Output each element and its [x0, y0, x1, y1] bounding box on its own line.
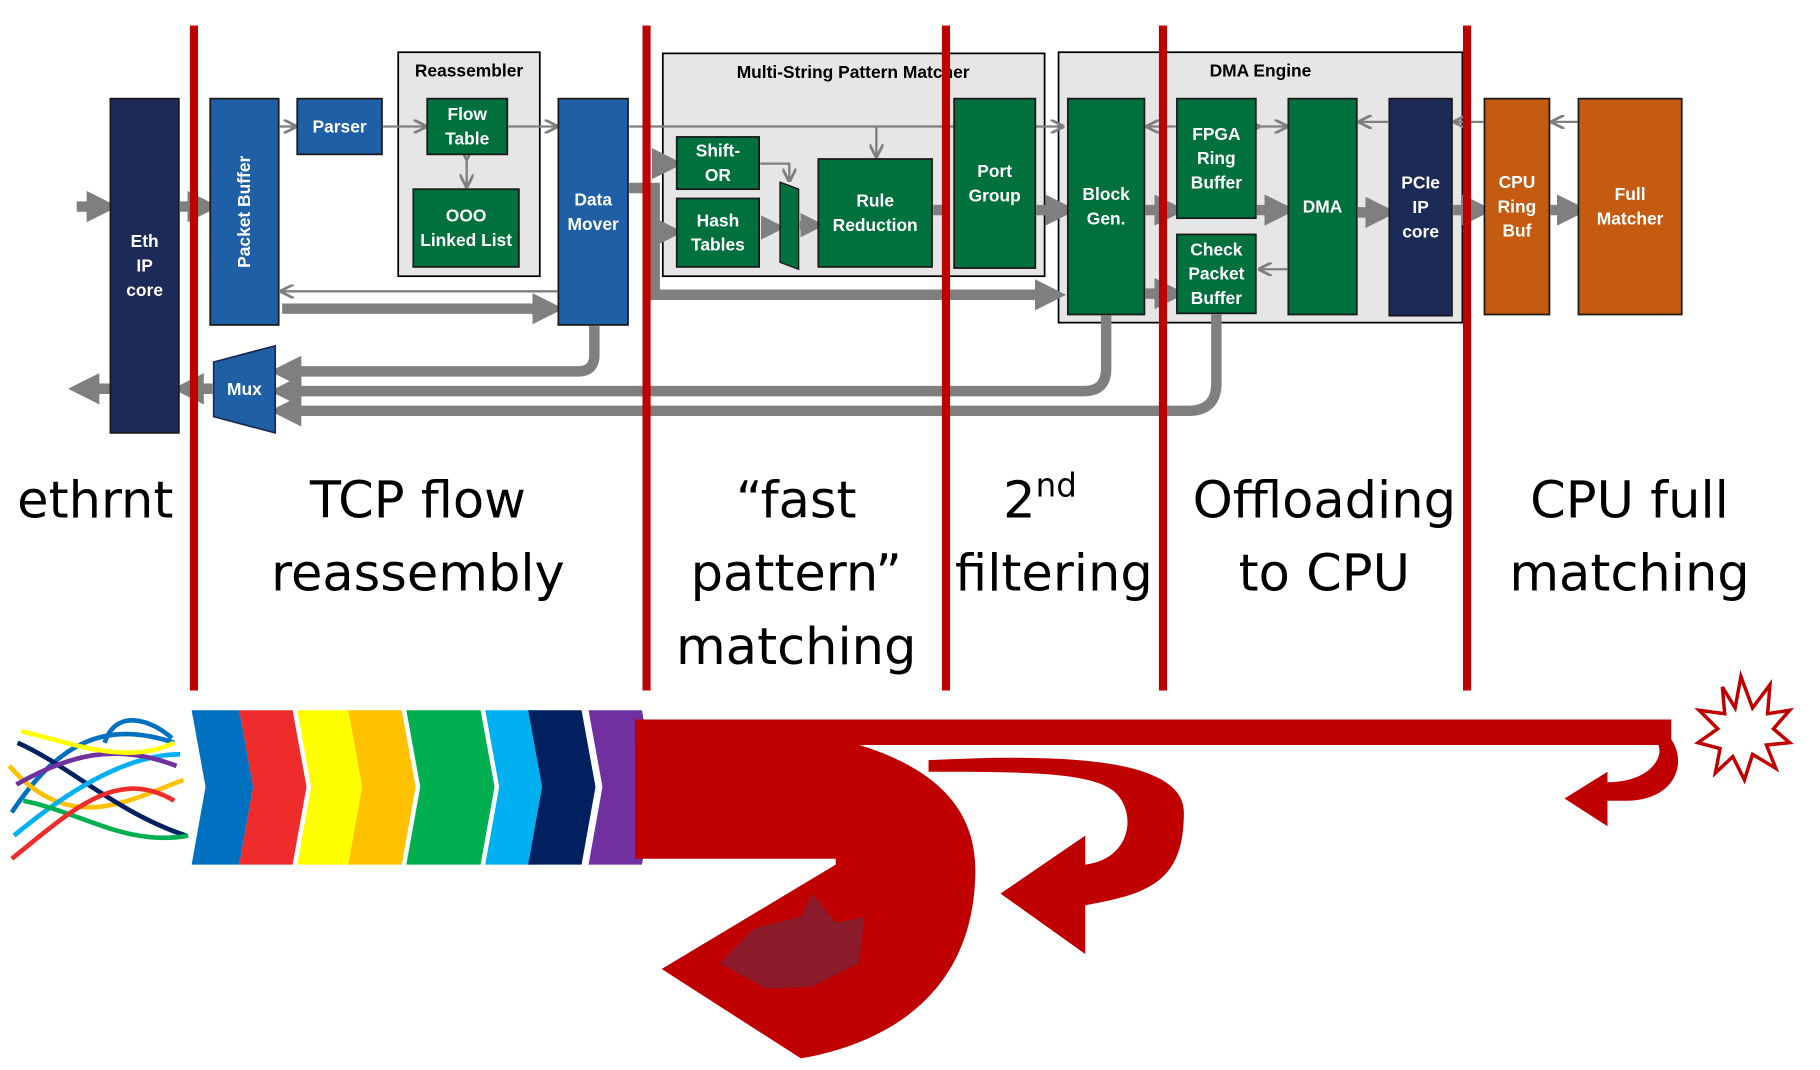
shift-to-mux	[760, 162, 789, 180]
parser-block: Parser	[296, 97, 383, 156]
stage-divider-line	[1462, 25, 1472, 691]
block-label: Shift-	[696, 141, 741, 161]
stage-label: matching	[1509, 545, 1749, 604]
block-label: Linked List	[420, 230, 512, 250]
stage-label: “fast	[736, 472, 856, 531]
stage-divider-line	[642, 25, 651, 691]
block-label: Matcher	[1597, 209, 1664, 229]
block-label: Parser	[313, 116, 367, 136]
block-label: Port	[977, 161, 1012, 181]
stage-label: reassembly	[271, 545, 565, 604]
block-label: Ring	[1197, 148, 1236, 168]
block-label: Ring	[1498, 196, 1537, 216]
block-label: Mover	[568, 214, 619, 234]
shift-or-block: Shift- OR	[675, 136, 761, 191]
packet-buffer-block: Packet Buffer	[209, 97, 280, 326]
block-return	[269, 315, 1112, 407]
block-label: IP	[1412, 197, 1428, 217]
packet-chevron	[348, 710, 416, 865]
stage-label: matching	[676, 618, 916, 677]
filter-return-arrows-icon	[634, 719, 1679, 1059]
block-label: core	[126, 280, 163, 300]
block-label: OR	[705, 165, 732, 185]
block-label: Table	[445, 128, 489, 148]
stage-label: pattern”	[691, 545, 902, 604]
mux-block: Mux	[212, 344, 277, 435]
block-label: Buf	[1502, 221, 1531, 241]
stage-label: filtering	[955, 545, 1153, 604]
mover-return	[269, 326, 600, 388]
block-label: CPU	[1499, 172, 1536, 192]
block-label: Packet Buffer	[234, 156, 254, 268]
stage-label: CPU full	[1530, 472, 1729, 531]
ooo-block: OOO Linked List	[412, 188, 520, 268]
block-label: Data	[574, 189, 612, 209]
stage-divider-line	[1158, 25, 1168, 691]
stage-label: ethrnt	[17, 472, 173, 531]
stage-dividers	[189, 25, 1472, 691]
block-label: Rule	[856, 191, 894, 211]
block-label: OOO	[446, 206, 487, 226]
block-label: Gen.	[1087, 209, 1126, 229]
drop-shadow-shape	[719, 893, 865, 989]
block-label: core	[1402, 221, 1439, 241]
packet-chevrons	[191, 710, 656, 865]
tangled-flows-icon	[7, 718, 189, 861]
matcher-mux-shape	[779, 181, 800, 271]
reassembler-title: Reassembler	[415, 61, 524, 81]
block-label: Eth	[131, 231, 159, 251]
block-label: Block	[1082, 184, 1130, 204]
block-label: Check	[1190, 239, 1243, 259]
packet-chevron	[191, 710, 254, 865]
block-label: FPGA	[1192, 124, 1241, 144]
block-label: Mux	[227, 379, 262, 399]
block-label: Flow	[447, 104, 487, 124]
stage-divider-line	[941, 25, 951, 691]
stage-labels: ethrnt TCP flow reassembly “fast pattern” mat…	[17, 467, 1750, 677]
block-label: Reduction	[833, 215, 918, 235]
block-label: Group	[969, 185, 1021, 205]
block-label: Buffer	[1191, 288, 1242, 308]
block-label: IP	[136, 256, 152, 276]
block-label: Buffer	[1191, 173, 1242, 193]
dma-block: DMA	[1287, 97, 1358, 316]
block-label: Packet	[1188, 264, 1244, 284]
stage-label: to CPU	[1239, 545, 1410, 604]
stage-label: 2nd	[1003, 467, 1077, 531]
pattern-matcher-title: Multi-String Pattern Matcher	[737, 62, 970, 82]
packet-chevron	[528, 710, 596, 865]
stage-divider-line	[189, 25, 199, 691]
block-label: Hash	[697, 210, 740, 230]
block-label: PCIe	[1401, 173, 1440, 193]
explosion-icon	[1693, 670, 1795, 785]
packet-chevron	[297, 710, 365, 865]
packet-chevron	[239, 710, 307, 865]
check-return	[269, 314, 1222, 427]
block-label: Full	[1615, 184, 1646, 204]
packet-chevron	[406, 710, 495, 865]
stage-label: Offloading	[1193, 472, 1456, 531]
stage-label: TCP flow	[309, 472, 526, 531]
dma-engine-title: DMA Engine	[1210, 61, 1312, 81]
block-label: Tables	[691, 235, 745, 255]
block-label: DMA	[1303, 196, 1343, 216]
